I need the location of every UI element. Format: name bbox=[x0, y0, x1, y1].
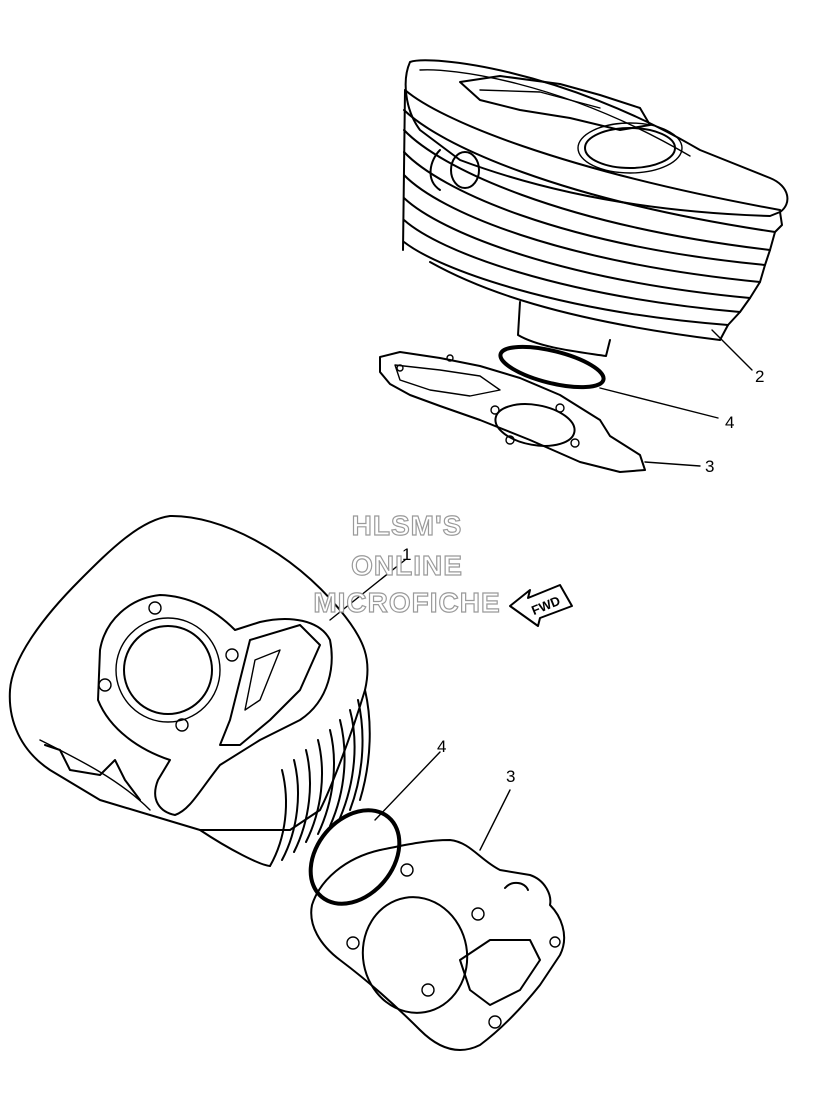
top-cylinder bbox=[402, 59, 789, 357]
watermark-line-3: MICROFICHE bbox=[313, 587, 500, 618]
callout-1: 1 bbox=[402, 545, 411, 564]
leader-line-4-bottom bbox=[374, 751, 441, 821]
leader-line-1 bbox=[329, 559, 406, 621]
watermark: HLSM'S ONLINE MICROFICHE bbox=[313, 509, 501, 618]
watermark-line-2: ONLINE bbox=[351, 550, 463, 581]
top-base-gasket bbox=[379, 351, 646, 473]
leader-line-2 bbox=[711, 329, 753, 371]
callout-4-bottom: 4 bbox=[437, 737, 446, 756]
callout-2: 2 bbox=[755, 367, 764, 386]
callout-4-top: 4 bbox=[725, 413, 734, 432]
fwd-label: FWD bbox=[529, 593, 562, 618]
callout-3-bottom: 3 bbox=[506, 767, 515, 786]
leader-line-3-top bbox=[644, 461, 701, 467]
top-o-ring bbox=[498, 344, 606, 390]
leader-line-3-bottom bbox=[479, 789, 511, 851]
bottom-base-gasket bbox=[310, 839, 566, 1051]
watermark-line-1: HLSM'S bbox=[352, 510, 463, 541]
forward-arrow-icon: FWD bbox=[509, 584, 573, 627]
bottom-cylinder bbox=[8, 514, 371, 867]
callout-3-top: 3 bbox=[705, 457, 714, 476]
leader-line-4-top bbox=[599, 387, 719, 419]
bottom-o-ring bbox=[308, 808, 402, 906]
